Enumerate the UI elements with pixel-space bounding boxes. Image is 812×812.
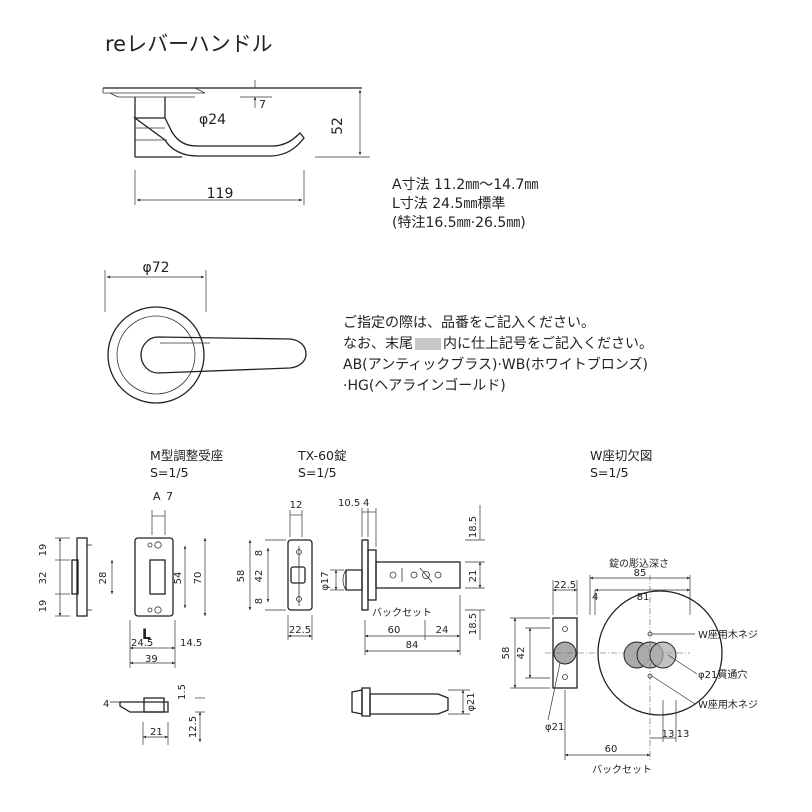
dim-phi72: φ72 [142, 260, 169, 276]
section-m-scale: S=1/5 [150, 465, 189, 480]
w-dim-42: 42 [516, 647, 527, 660]
note-line-3: AB(アンティックブラス)·WB(ホワイトブロンズ) [343, 357, 648, 373]
w-dim-phi21: φ21 [545, 722, 564, 733]
w-screw-label-top: W座用木ネジ [698, 628, 758, 641]
tx-dim-24: 24 [436, 625, 449, 636]
tx60-drawing [248, 505, 485, 717]
tx-dim-60: 60 [388, 625, 401, 636]
section-tx-scale: S=1/5 [298, 465, 337, 480]
section-w-name: W座切欠図 [590, 448, 653, 463]
order-notes: ご指定の際は、品番をご記入ください。 なお、末尾内に仕上記号をご記入ください。 … [343, 313, 653, 397]
note-line-4: ·HG(ヘアラインゴールド) [343, 378, 506, 394]
tx-dim-42: 42 [254, 570, 265, 583]
tx-dim-phi21: φ21 [466, 692, 477, 711]
section-m-name: M型調整受座 [150, 448, 224, 463]
tx-backset-label: バックセット [372, 607, 432, 619]
tx-dim-8-bottom: 8 [254, 598, 265, 604]
tx-dim-58: 58 [236, 570, 247, 583]
w-screw-label-bottom: W座用木ネジ [698, 698, 758, 711]
m-dim-A: A [153, 490, 161, 503]
m-dim-21: 21 [150, 727, 163, 738]
w-dim-85: 85 [634, 568, 647, 579]
m-dim-54: 54 [173, 572, 184, 585]
tx-dim-12: 12 [290, 500, 303, 511]
w-dim-13-a: 13 [662, 729, 675, 740]
m-dim-19-top: 19 [38, 544, 49, 557]
w-dim-58: 58 [501, 647, 512, 660]
tx-dim-8-top: 8 [254, 550, 265, 556]
m-dim-14-5: 14.5 [180, 638, 202, 649]
dim-119: 119 [207, 186, 234, 202]
w-dim-13-b: 13 [677, 729, 690, 740]
spec-line-a: A寸法 11.2㎜〜14.7㎜ [392, 177, 539, 193]
tx-dim-21: 21 [468, 570, 479, 583]
m-dim-12-5: 12.5 [188, 716, 199, 738]
note-line-2-post: 内に仕上記号をご記入ください。 [443, 336, 653, 352]
dim-52: 52 [330, 117, 346, 135]
w-depth-label: 錠の彫込深さ [609, 557, 669, 570]
m-dim-L: L [142, 627, 151, 643]
m-dim-24-5: 24.5 [131, 638, 153, 649]
lever-side-view [102, 87, 362, 158]
section-m-heading: M型調整受座 S=1/5 [150, 447, 223, 481]
section-w-heading: W座切欠図 S=1/5 [590, 447, 652, 481]
w-through-hole-label: φ21貫通穴 [698, 668, 747, 681]
tx-dim-phi17: φ17 [320, 571, 331, 590]
lever-side-dims [104, 80, 370, 312]
m-dim-70: 70 [193, 572, 204, 585]
w-dim-60: 60 [605, 744, 618, 755]
tx-dim-10-5: 10.5 [338, 498, 360, 509]
section-tx-name: TX-60錠 [298, 448, 347, 463]
m-strike-drawing [55, 510, 207, 745]
section-tx-heading: TX-60錠 S=1/5 [298, 447, 347, 481]
w-dim-4: 4 [592, 592, 598, 603]
tx-dim-84: 84 [406, 640, 419, 651]
note-line-1: ご指定の際は、品番をご記入ください。 [343, 315, 595, 331]
tx-dim-18-5-top: 18.5 [468, 516, 479, 538]
m-dim-28: 28 [98, 572, 109, 585]
note-line-2-pre: なお、末尾 [343, 336, 413, 352]
w-dim-22-5: 22.5 [554, 580, 576, 591]
m-dim-7: 7 [166, 490, 173, 503]
dim-phi24: φ24 [199, 112, 226, 128]
note-line-2: なお、末尾 内に仕上記号をご記入ください。 [343, 334, 653, 355]
w-cutout-drawing [510, 575, 723, 760]
spec-line-special: (特注16.5㎜·26.5㎜) [392, 215, 526, 231]
m-dim-39: 39 [145, 654, 158, 665]
tx-dim-22-5: 22.5 [289, 625, 311, 636]
spec-line-l: L寸法 24.5㎜標準 [392, 196, 506, 212]
spec-block: A寸法 11.2㎜〜14.7㎜ L寸法 24.5㎜標準 (特注16.5㎜·26.… [392, 176, 538, 233]
m-dim-4: 4 [103, 699, 109, 710]
section-w-scale: S=1/5 [590, 465, 629, 480]
m-dim-1-5: 1.5 [177, 684, 188, 700]
w-dim-81: 81 [637, 592, 650, 603]
tx-dim-4: 4 [363, 498, 369, 509]
product-title: reレバーハンドル [105, 32, 273, 56]
tx-dim-18-5-bottom: 18.5 [468, 613, 479, 635]
finish-code-swatch [415, 338, 441, 350]
dim-7-top: 7 [259, 98, 266, 111]
w-backset-label: バックセット [592, 764, 652, 776]
m-dim-19-bottom: 19 [38, 600, 49, 613]
lever-front-view [107, 306, 307, 404]
m-dim-32: 32 [38, 572, 49, 585]
